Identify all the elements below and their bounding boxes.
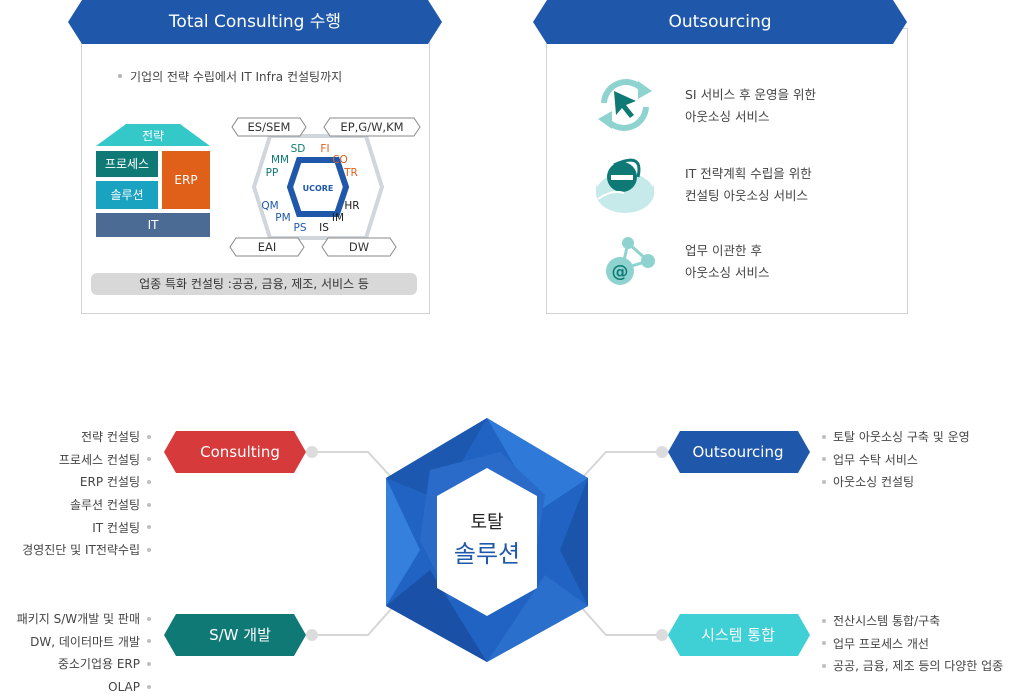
consulting-label: Consulting — [200, 443, 280, 461]
connector-outsourcing — [581, 451, 662, 479]
outsourcing-list: 토탈 아웃소싱 구축 및 운영 업무 수탁 서비스 아웃소싱 컨설팅 — [822, 426, 970, 494]
list-item: 경영진단 및 IT전략수립 — [0, 539, 151, 562]
system-label: 시스템 통합 — [701, 626, 775, 644]
system-box: 시스템 통합 — [668, 614, 810, 656]
outsourcing-banner — [533, 0, 907, 44]
share-at-icon: @ — [606, 237, 655, 285]
system-node — [656, 629, 668, 641]
outsourcing-title: Outsourcing — [668, 12, 772, 32]
erp-block: ERP — [162, 151, 210, 209]
tag-dw: DW — [321, 237, 397, 257]
tag-es-sem-text: ES/SEM — [248, 120, 291, 134]
module-im: IM — [332, 212, 344, 224]
consulting-bullet: 기업의 전략 수립에서 IT Infra 컨설팅까지 — [118, 68, 342, 85]
list-item: DW, 데이터마트 개발 — [0, 631, 151, 654]
sw-list: 패키지 S/W개발 및 판매 DW, 데이터마트 개발 중소기업용 ERP OL… — [0, 608, 151, 699]
list-item: 전략 컨설팅 — [0, 426, 151, 449]
sw-label: S/W 개발 — [209, 626, 271, 644]
consulting-node — [306, 446, 318, 458]
outsourcing-node — [656, 446, 668, 458]
system-list: 전산시스템 통합/구축 업무 프로세스 개선 공공, 금융, 제조 등의 다양한… — [822, 610, 1003, 678]
outsourcing-item-3: 업무 이관한 후 아웃소싱 서비스 — [685, 243, 770, 280]
module-fi: FI — [320, 143, 329, 155]
total-consulting-title: Total Consulting 수행 — [168, 12, 342, 32]
module-tr: TR — [343, 167, 358, 179]
module-is: IS — [319, 222, 329, 234]
list-item: 공공, 금융, 제조 등의 다양한 업종 — [822, 655, 1003, 678]
it-block: IT — [96, 213, 210, 237]
bullet-dot — [118, 73, 122, 78]
svg-text:@: @ — [612, 262, 629, 282]
center-hexagon — [386, 418, 588, 662]
tag-ep-gw-km: EP,G/W,KM — [323, 117, 421, 137]
module-qm: QM — [261, 200, 278, 212]
list-item: OLAP — [0, 676, 151, 699]
module-pm: PM — [275, 212, 290, 224]
connector-system — [581, 607, 662, 636]
strategy-roof — [96, 124, 210, 146]
outsourcing-item-2: IT 전략계획 수립을 위한 컨설팅 아웃소싱 서비스 — [685, 166, 812, 203]
list-item: IT 컨설팅 — [0, 517, 151, 540]
ucore-label: UCORE — [303, 184, 334, 193]
list-item: 전산시스템 통합/구축 — [822, 610, 1003, 633]
process-block: 프로세스 — [96, 151, 158, 177]
outsourcing-panel — [546, 28, 908, 314]
tag-eai-text: EAI — [258, 240, 277, 254]
strategy-label: 전략 — [141, 129, 165, 143]
list-item: 중소기업용 ERP — [0, 653, 151, 676]
module-sd: SD — [291, 143, 306, 155]
list-item: 업무 수탁 서비스 — [822, 449, 970, 472]
consulting-list: 전략 컨설팅 프로세스 컨설팅 ERP 컨설팅 솔루션 컨설팅 IT 컨설팅 경… — [0, 426, 151, 562]
total-solution-diagram: 토탈 솔루션 Consulting Outsourcing S/W 개발 시스템… — [164, 418, 810, 662]
center-line1: 토탈 — [470, 512, 503, 533]
tag-ep-gw-km-text: EP,G/W,KM — [340, 120, 403, 134]
list-item: 업무 프로세스 개선 — [822, 633, 1003, 656]
list-item: 프로세스 컨설팅 — [0, 449, 151, 472]
sw-box: S/W 개발 — [164, 614, 306, 656]
list-item: ERP 컨설팅 — [0, 471, 151, 494]
center-line2: 솔루션 — [454, 540, 520, 568]
solution-block: 솔루션 — [96, 181, 158, 209]
connector-sw — [312, 607, 393, 636]
module-ps: PS — [294, 222, 307, 234]
outsourcing-item-1: SI 서비스 후 운영을 위한 아웃소싱 서비스 — [685, 87, 817, 124]
outsourcing-label: Outsourcing — [693, 443, 784, 461]
list-item: 솔루션 컨설팅 — [0, 494, 151, 517]
sw-node — [306, 629, 318, 641]
internet-explorer-icon — [596, 158, 654, 213]
tag-es-sem: ES/SEM — [231, 117, 307, 137]
list-item: 패키지 S/W개발 및 판매 — [0, 608, 151, 631]
total-consulting-banner — [68, 0, 442, 44]
list-item: 토탈 아웃소싱 구축 및 운영 — [822, 426, 970, 449]
module-co: CO — [332, 154, 348, 166]
module-hr: HR — [344, 200, 359, 212]
consulting-box: Consulting — [164, 431, 306, 473]
refresh-cursor-icon — [598, 79, 652, 131]
module-pp: PP — [266, 167, 279, 179]
module-mm: MM — [271, 154, 289, 166]
module-hex-diagram: ES/SEM EP,G/W,KM EAI DW UCORE SD FI MM C… — [229, 117, 421, 257]
list-item: 아웃소싱 컨설팅 — [822, 471, 970, 494]
tag-dw-text: DW — [349, 240, 369, 254]
connector-consulting — [312, 451, 393, 479]
industry-footer: 업종 특화 컨설팅 :공공, 금융, 제조, 서비스 등 — [91, 273, 417, 295]
outsourcing-box: Outsourcing — [668, 431, 810, 473]
tag-eai: EAI — [229, 237, 305, 257]
